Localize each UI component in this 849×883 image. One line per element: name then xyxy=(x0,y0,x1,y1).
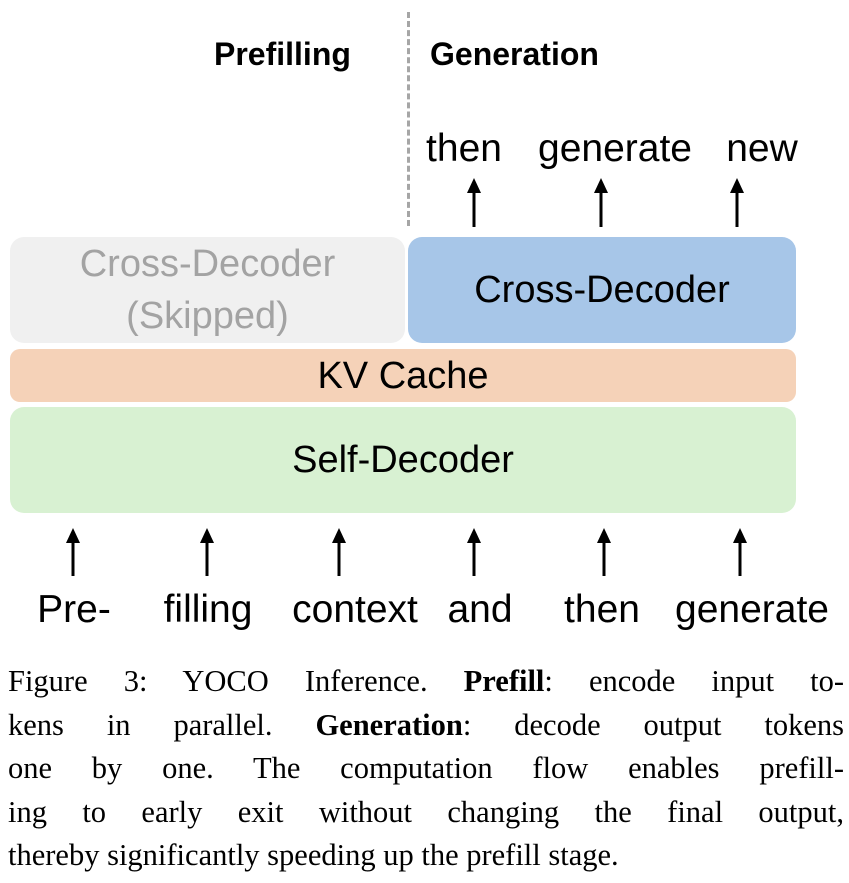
figure-caption: Figure 3: YOCO Inference. Prefill: encod… xyxy=(8,660,844,878)
caption-prefill-term: Prefill xyxy=(463,664,545,698)
input-token-filling: filling xyxy=(163,588,253,631)
input-token-and: and xyxy=(447,588,513,631)
input-arrow-generate xyxy=(733,528,747,576)
output-arrow-then xyxy=(467,178,481,227)
phase-divider xyxy=(407,12,410,226)
caption-line-4: ing to early exit without changing the f… xyxy=(8,794,844,829)
input-arrow-filling xyxy=(200,528,214,576)
input-arrow-then xyxy=(597,528,611,576)
caption-generation-term: Generation xyxy=(315,707,463,742)
kv-cache-label: KV Cache xyxy=(317,354,489,397)
self-decoder-block: Self-Decoder xyxy=(10,407,796,513)
output-arrow-generate xyxy=(594,178,608,227)
caption-prefill-text-2: kens in parallel. xyxy=(8,707,273,742)
caption-line-3: one by one. The computation flow enables… xyxy=(8,751,844,785)
caption-line-2: kens in parallel. Generation: decode out… xyxy=(8,704,844,748)
cross-decoder-block: Cross-Decoder xyxy=(408,237,796,343)
cross-decoder-skipped-block: Cross-Decoder (Skipped) xyxy=(10,237,405,343)
self-decoder-label: Self-Decoder xyxy=(292,439,514,481)
caption-line-5: thereby significantly speeding up the pr… xyxy=(8,838,619,872)
input-arrow-pre xyxy=(66,528,80,576)
caption-line-1: Figure 3: YOCO Inference. Prefill: encod… xyxy=(8,660,844,704)
output-token-then: then xyxy=(426,127,502,170)
generation-label: Generation xyxy=(430,36,599,72)
input-token-context: context xyxy=(292,588,418,631)
input-token-pre: Pre- xyxy=(37,588,111,631)
caption-figure-label: Figure 3: YOCO Inference. xyxy=(8,664,428,698)
prefilling-label: Prefilling xyxy=(214,36,351,72)
caption-generation-text: : decode output tokens xyxy=(462,707,845,742)
output-arrow-new xyxy=(730,178,744,227)
input-token-generate: generate xyxy=(675,588,829,631)
skipped-label: (Skipped) xyxy=(126,295,289,337)
kv-cache-block: KV Cache xyxy=(10,349,796,402)
input-token-then: then xyxy=(564,588,640,631)
input-arrow-and xyxy=(467,528,481,576)
caption-prefill-text-1: : encode input to- xyxy=(544,664,845,698)
output-token-generate: generate xyxy=(538,127,692,170)
output-token-new: new xyxy=(726,127,798,170)
input-arrow-context xyxy=(332,528,346,576)
cross-decoder-label: Cross-Decoder xyxy=(474,269,730,311)
cross-decoder-skipped-label: Cross-Decoder xyxy=(79,243,336,285)
